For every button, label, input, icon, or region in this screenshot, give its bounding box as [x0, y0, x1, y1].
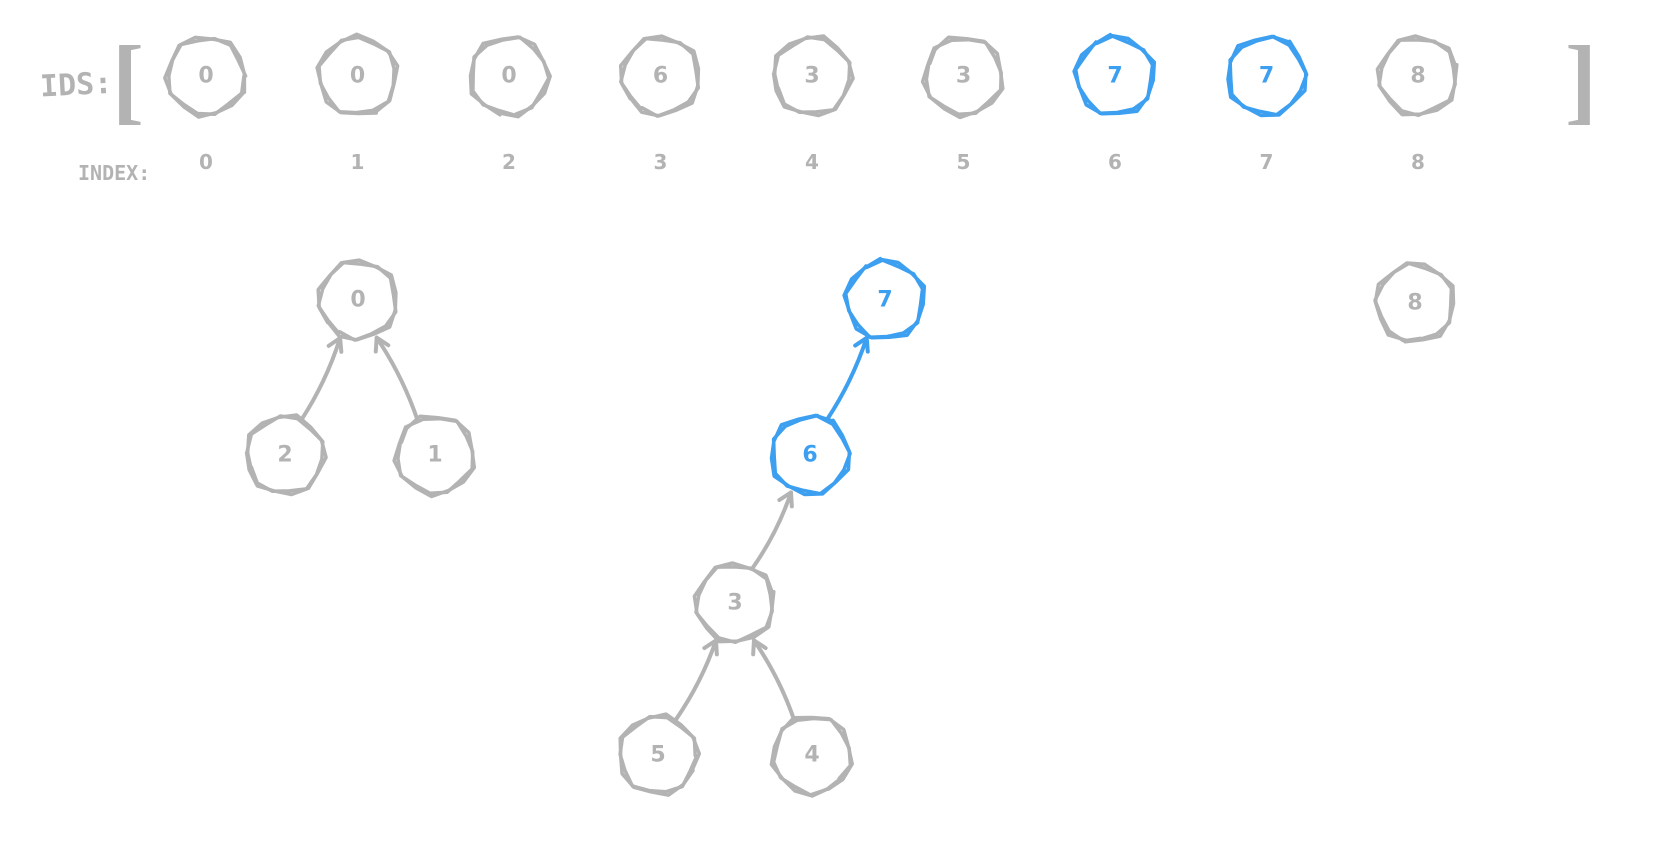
- array-cell: 35: [920, 35, 1005, 174]
- tree-edge-arrow: [751, 638, 796, 722]
- tree-node: 5: [618, 712, 702, 797]
- array-cell-value: 0: [198, 64, 213, 89]
- array-cell: 00: [163, 35, 248, 174]
- array-cell-index: 6: [1108, 150, 1122, 174]
- array-cell-value: 3: [804, 64, 819, 89]
- array-cell-index: 8: [1411, 150, 1425, 174]
- array-cell: 76: [1072, 32, 1157, 174]
- close-bracket: ]: [1565, 26, 1597, 133]
- tree-edge-arrow: [825, 335, 870, 421]
- tree-node: 3: [692, 561, 776, 645]
- tree-edge-arrow: [674, 638, 719, 722]
- tree-node: 8: [1373, 261, 1456, 344]
- tree-node-label: 3: [727, 591, 742, 616]
- tree-node-label: 2: [277, 443, 292, 468]
- array-cell: 77: [1226, 34, 1309, 174]
- array-cell: 63: [618, 34, 701, 174]
- array-cell-value: 6: [653, 64, 668, 89]
- open-bracket: [: [112, 26, 144, 133]
- array-cell: 01: [315, 32, 400, 174]
- tree-edge-arrow: [300, 335, 344, 421]
- tree-edge-arrow: [373, 335, 420, 422]
- array-cell-index: 7: [1260, 150, 1274, 174]
- array-cell: 02: [468, 35, 552, 174]
- array-cell-value: 8: [1410, 64, 1425, 89]
- array-cell-index: 0: [199, 150, 213, 174]
- array-cell-index: 1: [351, 150, 365, 174]
- tree-nodes: 0 2 1 7 6 3 5 4 8: [244, 256, 1456, 798]
- tree-node-label: 4: [804, 743, 819, 768]
- array-cell: 88: [1375, 34, 1459, 174]
- array-cell-value: 0: [350, 64, 365, 89]
- tree-node-label: 6: [802, 443, 817, 468]
- array-cell-index: 4: [805, 150, 819, 174]
- tree-node-label: 0: [350, 288, 365, 313]
- array-cell-index: 3: [654, 150, 668, 174]
- ids-label: IDS:: [39, 66, 113, 105]
- tree-node: 7: [842, 256, 927, 340]
- tree-node-label: 5: [650, 743, 665, 768]
- tree-node: 6: [769, 413, 852, 497]
- array-cell-index: 2: [502, 150, 516, 174]
- tree-edges: [300, 335, 870, 722]
- index-label: INDEX:: [78, 161, 150, 185]
- tree-node-label: 7: [877, 288, 892, 313]
- array-cell-index: 5: [957, 150, 971, 174]
- tree-node-label: 1: [427, 443, 442, 468]
- array-cell-value: 0: [501, 64, 516, 89]
- array-cell-value: 3: [956, 64, 971, 89]
- array-cell-value: 7: [1107, 64, 1122, 89]
- tree-node: 0: [316, 258, 398, 342]
- array-cell: 34: [771, 34, 855, 174]
- tree-node: 4: [769, 715, 854, 798]
- tree-edge-arrow: [751, 490, 794, 570]
- tree-node: 1: [392, 414, 477, 499]
- tree-node-label: 8: [1407, 291, 1422, 316]
- tree-node: 2: [244, 413, 328, 497]
- array-cell-value: 7: [1259, 64, 1274, 89]
